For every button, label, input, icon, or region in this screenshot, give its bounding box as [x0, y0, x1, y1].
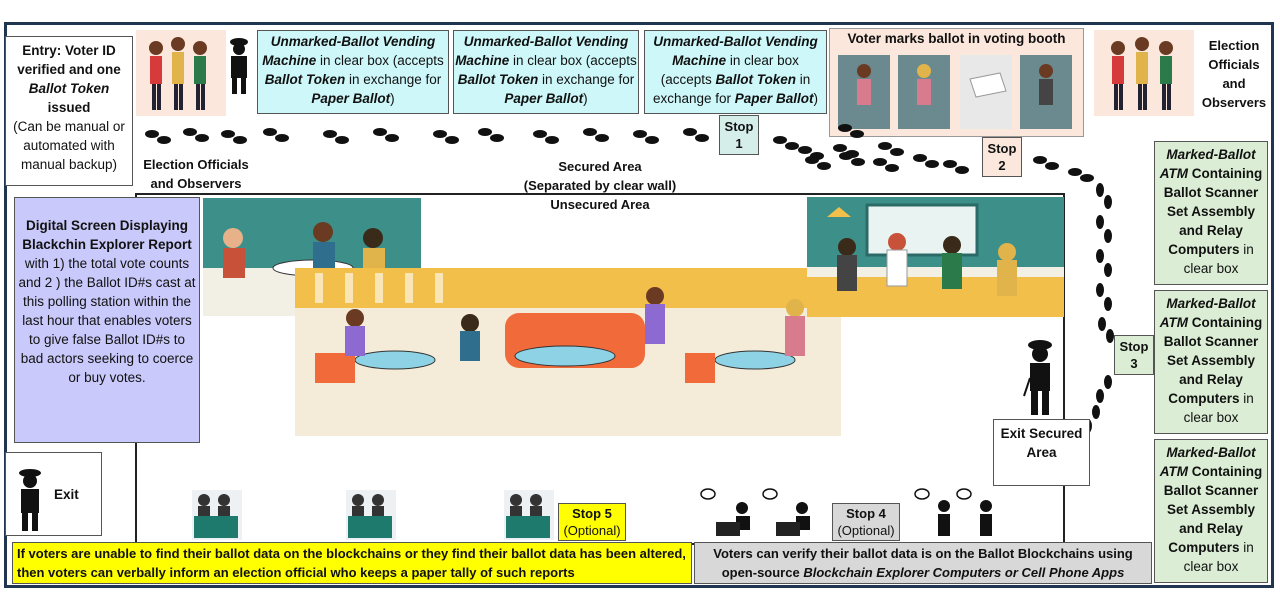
officials-illustration-left [136, 30, 226, 116]
polling-station-outline [4, 22, 1274, 588]
exit-box: Exit [5, 452, 102, 536]
cafe-illustration-center [295, 268, 841, 436]
stop-4-label: Stop 4(Optional) [832, 503, 900, 541]
entry-note: (Can be manual or automated with manual … [13, 119, 125, 172]
paper-tally-note: If voters are unable to find their ballo… [12, 542, 692, 584]
guard-icon-exit [19, 469, 41, 531]
unsecured-area-label: Unsecured Area [550, 197, 650, 212]
atm-box-2: Marked-Ballot ATM Containing Ballot Scan… [1154, 290, 1268, 434]
atm-box-3: Marked-Ballot ATM Containing Ballot Scan… [1154, 439, 1268, 583]
entry-token: Ballot Token [28, 81, 110, 96]
digital-screen-title: Digital Screen Displaying Blackchin Expl… [22, 218, 192, 252]
verify-ballot-note: Voters can verify their ballot data is o… [694, 542, 1152, 584]
official-desk-icons [192, 490, 554, 540]
atm-box-1: Marked-Ballot ATM Containing Ballot Scan… [1154, 141, 1268, 285]
digital-screen-body: with 1) the total vote counts and 2 ) th… [18, 256, 196, 385]
footprint-row-top [145, 124, 904, 160]
vending-machine-3: Unmarked-Ballot Vending Machine in clear… [644, 30, 827, 114]
entry-line1: Entry: Voter ID verified and one [17, 43, 121, 77]
separated-label: (Separated by clear wall) [523, 178, 677, 193]
stop-2-label: Stop 2 [982, 137, 1022, 177]
voters-laptop-icons [700, 488, 992, 536]
footprint-row-right [805, 152, 1114, 433]
stop-5-label: Stop 5(Optional) [558, 503, 626, 541]
booth-illustration [838, 55, 1072, 129]
officials-right-label: Election Officials and Observers [1201, 38, 1267, 110]
voting-booth-panel: Voter marks ballot in voting booth [829, 28, 1084, 137]
entry-box: Entry: Voter ID verified and one Ballot … [5, 36, 133, 186]
stop-1-label: Stop 1 [719, 115, 759, 155]
stop-3-label: Stop 3 [1114, 335, 1154, 375]
booth-label: Voter marks ballot in voting booth [847, 31, 1066, 46]
vending-machine-1: Unmarked-Ballot Vending Machine in clear… [257, 30, 449, 114]
digital-screen-box: Digital Screen Displaying Blackchin Expl… [14, 197, 200, 443]
secured-area-label: Secured Area [558, 159, 642, 174]
entry-line2: issued [47, 100, 91, 115]
footprint-path-top [145, 124, 1114, 433]
guard-icon-top [226, 36, 252, 96]
guard-icon-right [1022, 338, 1058, 418]
officials-illustration-right [1094, 30, 1194, 116]
vending-machine-2: Unmarked-Ballot Vending Machine in clear… [453, 30, 639, 114]
exit-label: Exit [54, 487, 79, 502]
officials-left-label: Election Officials and Observers [143, 157, 249, 191]
cafe-illustration-right [807, 197, 1064, 317]
exit-secured-area-box: Exit Secured Area [993, 419, 1090, 486]
